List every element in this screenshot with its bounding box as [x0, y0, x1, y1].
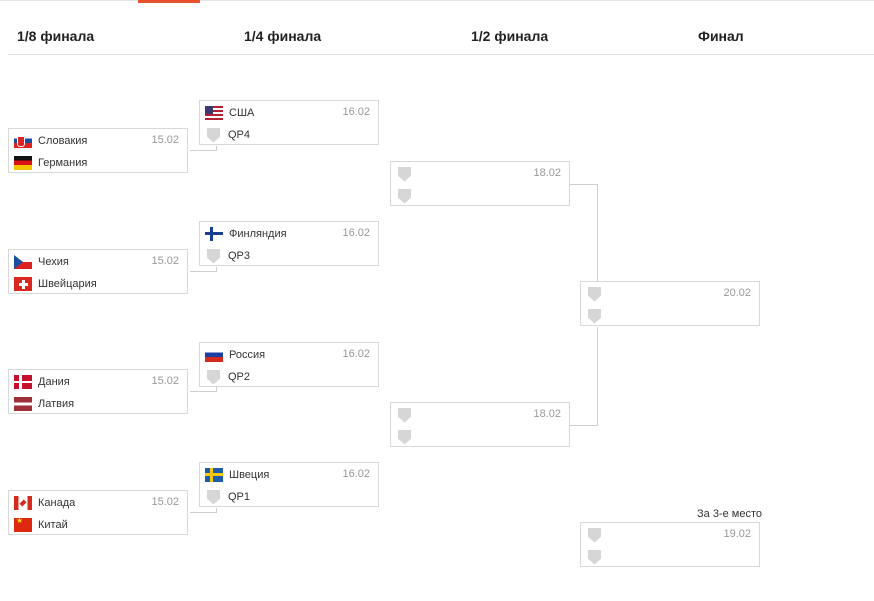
connector-line	[597, 327, 598, 426]
match-date: 18.02	[533, 408, 561, 420]
match-date: 15.02	[151, 496, 179, 508]
team-name: Словакия	[38, 135, 88, 147]
finland-flag-icon	[205, 227, 223, 241]
team-name: QP4	[228, 129, 251, 141]
canada-flag-icon	[14, 496, 32, 510]
match-r16-1[interactable]: Словакия Германия 15.02	[8, 128, 188, 173]
team-name: Латвия	[38, 398, 75, 410]
placeholder-shield-icon	[207, 369, 220, 385]
match-qf-3[interactable]: Россия QP2 16.02	[199, 342, 379, 387]
connector-line	[216, 508, 217, 513]
connector-line	[216, 146, 217, 151]
placeholder-shield-icon	[398, 166, 411, 182]
match-qf-4[interactable]: Швеция QP1 16.02	[199, 462, 379, 507]
match-date: 16.02	[342, 106, 370, 118]
match-date: 15.02	[151, 375, 179, 387]
team-name: Чехия	[38, 256, 69, 268]
match-date: 16.02	[342, 227, 370, 239]
slovakia-flag-icon	[14, 134, 32, 148]
team-name: Китай	[38, 519, 68, 531]
match-third-place[interactable]: 19.02	[580, 522, 760, 567]
placeholder-shield-icon	[207, 248, 220, 264]
connector-line	[570, 184, 598, 185]
connector-line	[190, 512, 217, 513]
team-name: Дания	[38, 376, 70, 388]
match-r16-2[interactable]: Чехия Швейцария 15.02	[8, 249, 188, 294]
placeholder-shield-icon	[398, 188, 411, 204]
swiss-flag-icon	[14, 277, 32, 291]
round-title-r16: 1/8 финала	[17, 28, 95, 44]
match-date: 15.02	[151, 134, 179, 146]
connector-line	[190, 391, 217, 392]
third-place-label: За 3-е место	[697, 508, 762, 520]
header-divider	[8, 54, 874, 55]
round-title-qf: 1/4 финала	[244, 28, 322, 44]
match-date: 19.02	[723, 528, 751, 540]
team-name: Швеция	[229, 469, 270, 481]
denmark-flag-icon	[14, 375, 32, 389]
placeholder-shield-icon	[398, 407, 411, 423]
team-name: США	[229, 107, 255, 119]
match-final[interactable]: 20.02	[580, 281, 760, 326]
germany-flag-icon	[14, 156, 32, 170]
team-name: Германия	[38, 157, 88, 169]
placeholder-shield-icon	[588, 286, 601, 302]
latvia-flag-icon	[14, 397, 32, 411]
connector-line	[216, 267, 217, 272]
connector-line	[570, 425, 598, 426]
active-tab-indicator	[138, 0, 200, 3]
sweden-flag-icon	[205, 468, 223, 482]
placeholder-shield-icon	[588, 527, 601, 543]
connector-line	[216, 387, 217, 392]
match-sf-2[interactable]: 18.02	[390, 402, 570, 447]
match-sf-1[interactable]: 18.02	[390, 161, 570, 206]
usa-flag-icon	[205, 106, 223, 120]
top-border	[0, 0, 874, 1]
china-flag-icon	[14, 518, 32, 532]
match-date: 18.02	[533, 167, 561, 179]
match-date: 15.02	[151, 255, 179, 267]
team-name: QP2	[228, 371, 251, 383]
connector-line	[597, 184, 598, 282]
placeholder-shield-icon	[398, 429, 411, 445]
russia-flag-icon	[205, 348, 223, 362]
placeholder-shield-icon	[207, 127, 220, 143]
placeholder-shield-icon	[588, 549, 601, 565]
placeholder-shield-icon	[207, 489, 220, 505]
round-headers: 1/8 финала 1/4 финала 1/2 финала Финал	[0, 0, 874, 56]
match-r16-4[interactable]: Канада Китай 15.02	[8, 490, 188, 535]
team-name: Швейцария	[38, 278, 97, 290]
match-date: 16.02	[342, 348, 370, 360]
placeholder-shield-icon	[588, 308, 601, 324]
match-qf-2[interactable]: Финляндия QP3 16.02	[199, 221, 379, 266]
round-title-final: Финал	[698, 28, 744, 44]
team-name: QP3	[228, 250, 251, 262]
match-qf-1[interactable]: США QP4 16.02	[199, 100, 379, 145]
team-name: Россия	[229, 349, 266, 361]
round-title-sf: 1/2 финала	[471, 28, 549, 44]
team-name: Канада	[38, 497, 76, 509]
czech-flag-icon	[14, 255, 32, 269]
team-name: Финляндия	[229, 228, 287, 240]
match-date: 20.02	[723, 287, 751, 299]
connector-line	[190, 271, 217, 272]
connector-line	[190, 150, 217, 151]
match-date: 16.02	[342, 468, 370, 480]
team-name: QP1	[228, 491, 251, 503]
match-r16-3[interactable]: Дания Латвия 15.02	[8, 369, 188, 414]
